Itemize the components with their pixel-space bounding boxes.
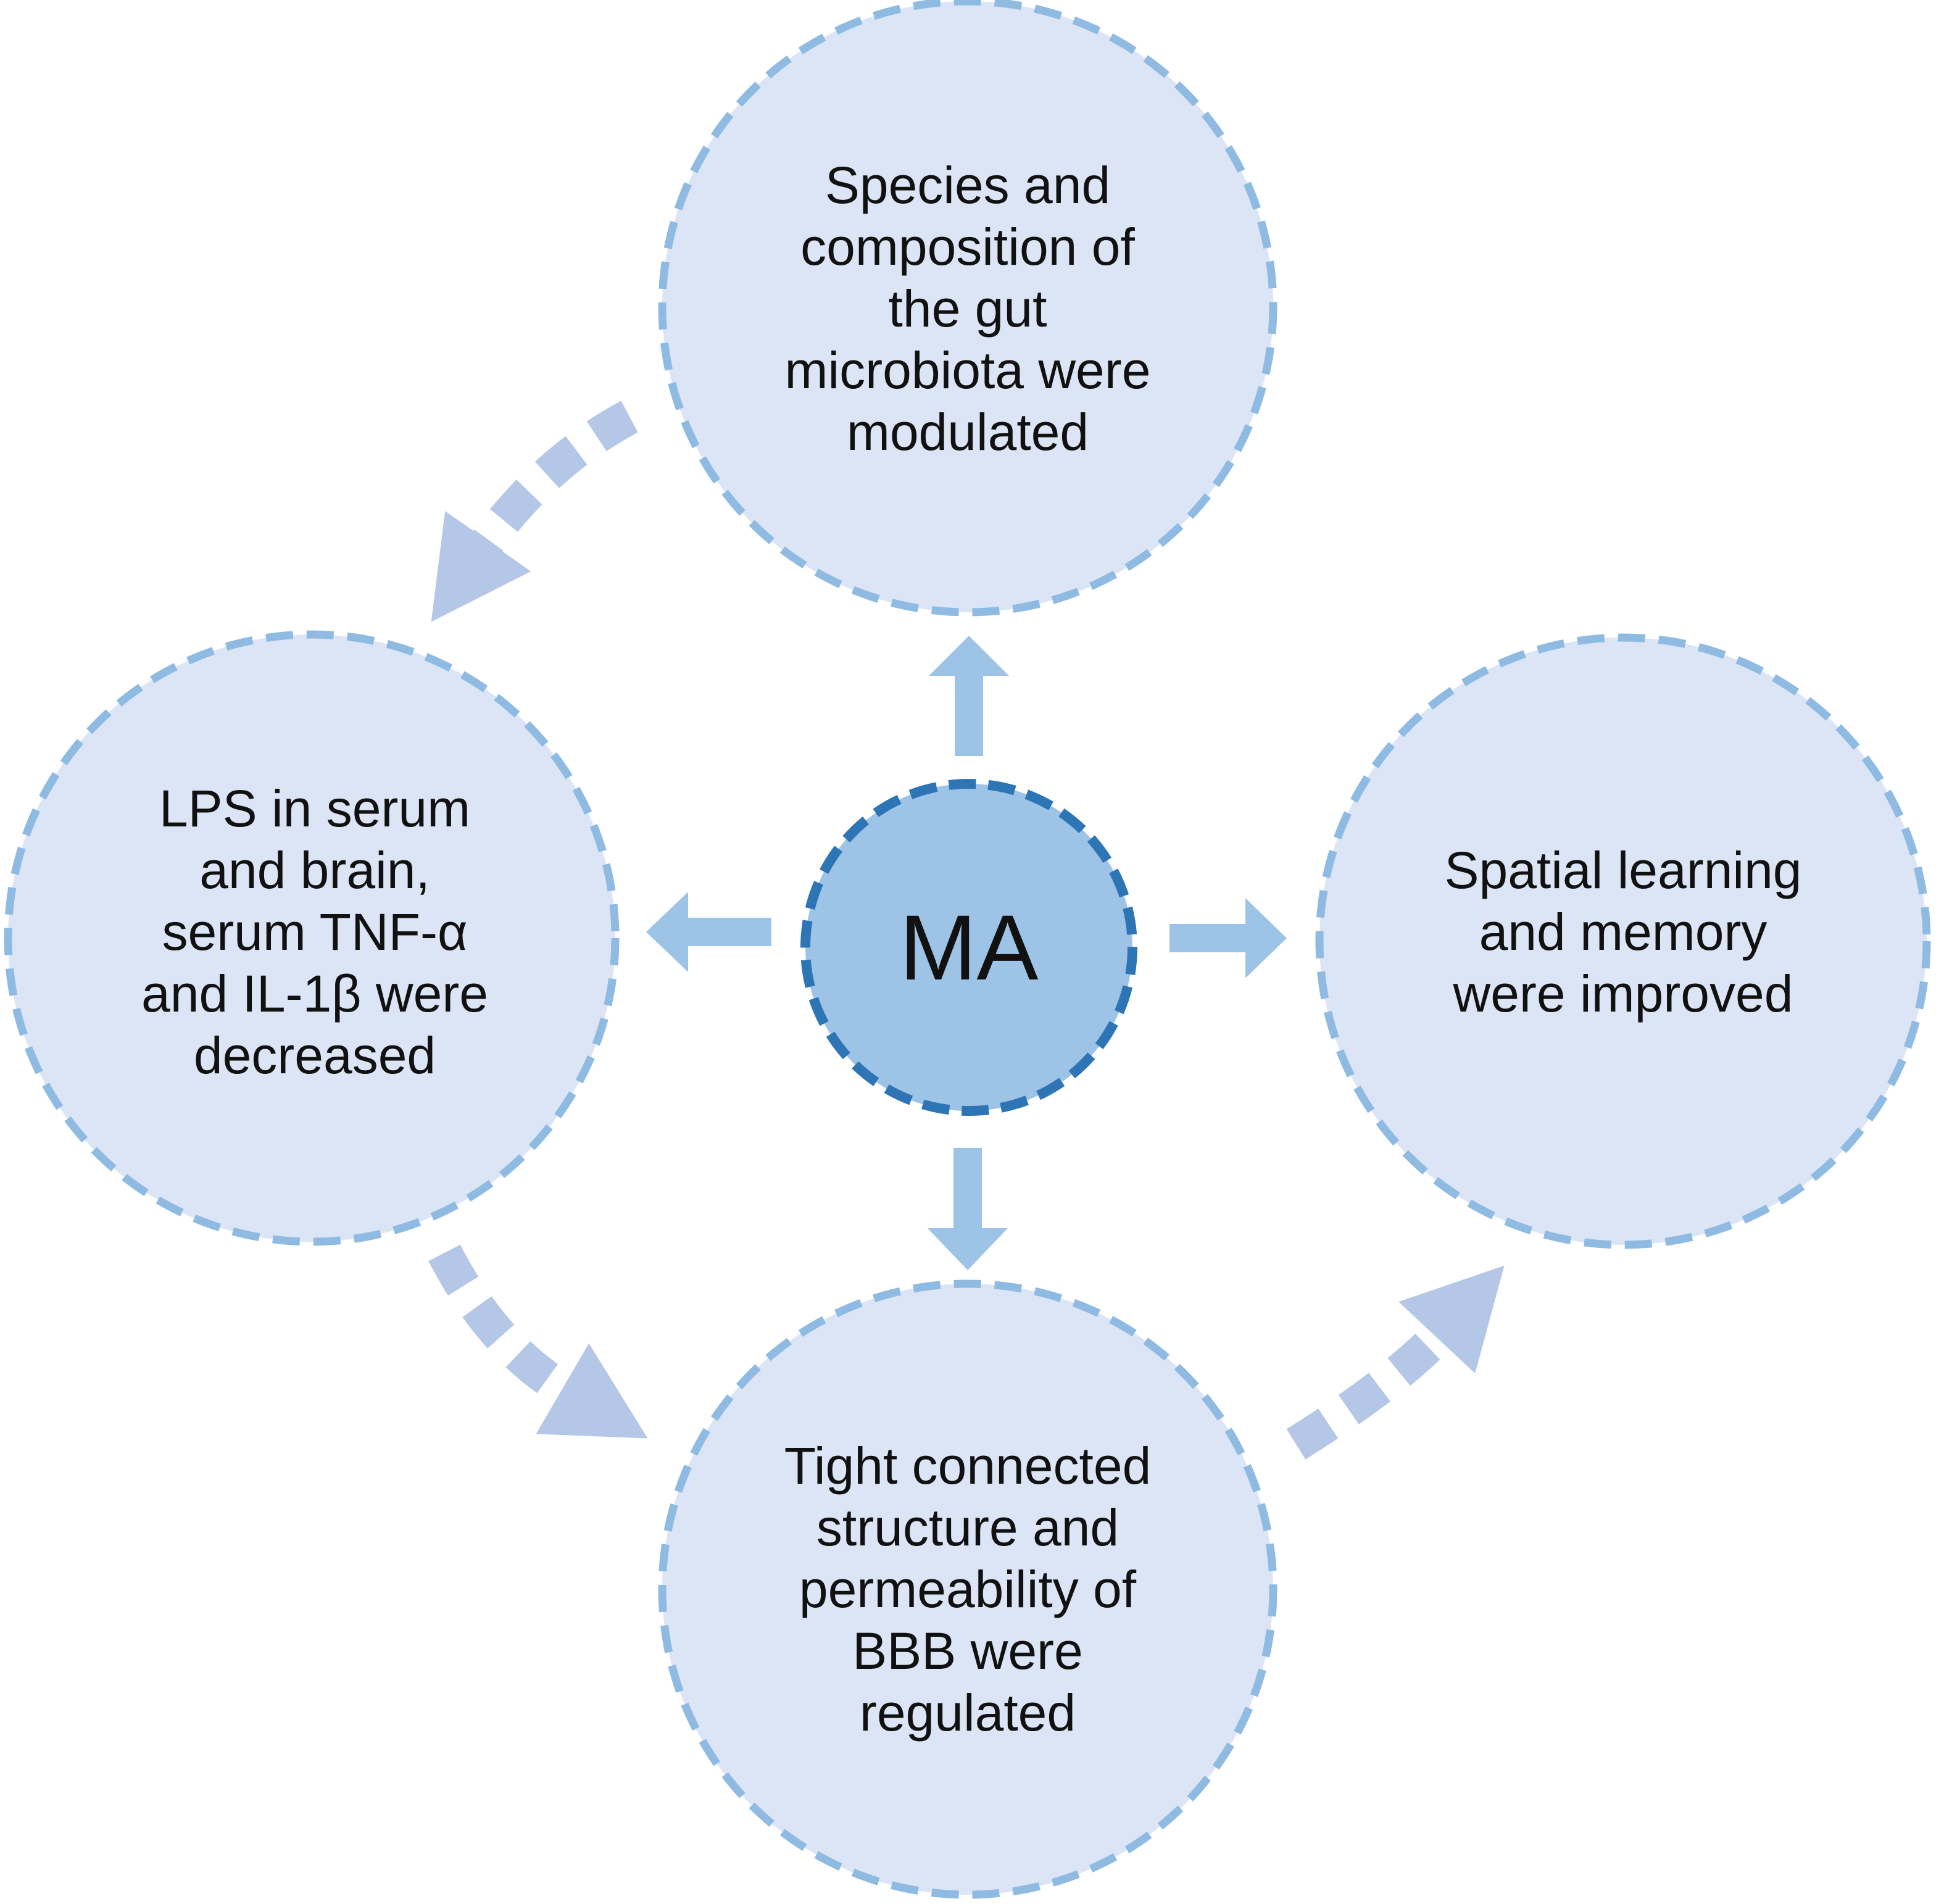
node-left-line: decreased [193,1026,436,1084]
node-bottom-line: structure and [816,1499,1119,1557]
cycle-arrow-top-to-left [431,401,638,622]
node-bottom-line: Tight connected [784,1437,1152,1495]
node-bottom-line: BBB were [852,1622,1083,1680]
node-left-circle [4,630,620,1246]
node-top-line: Species and [825,156,1111,214]
node-right-circle [1315,633,1931,1249]
node-top-line: the gut [888,280,1047,338]
node-bottom-circle [658,1279,1277,1899]
node-bottom-line: permeability of [799,1560,1137,1618]
arrow-center-to-left [646,892,771,972]
node-top-line: composition of [800,218,1135,276]
node-left-label: LPS in serum and brain, serum TNF-α and … [37,747,592,1117]
node-top-line: modulated [846,403,1089,461]
arrow-center-to-top [929,636,1009,756]
cycle-arrow-left-to-bottom [428,1244,648,1439]
node-top-line: microbiota were [784,341,1151,399]
node-left-line: LPS in serum [159,779,471,838]
node-top-label: Species and composition of the gut micro… [690,123,1245,494]
node-top-circle [658,0,1277,617]
node-bottom-label: Tight connected structure and permeabili… [690,1404,1245,1774]
center-circle [800,779,1137,1116]
node-left-line: serum TNF-α [162,903,468,961]
node-right-line: were improved [1453,965,1793,1023]
node-right-label: Spatial learning and memory were improve… [1345,809,1901,1055]
node-left-line: and IL-1β were [141,965,488,1023]
node-left-line: and brain, [199,841,430,899]
node-right-line: and memory [1479,903,1767,961]
arrow-center-to-bottom [928,1148,1008,1270]
node-right-line: Spatial learning [1444,841,1802,899]
cycle-arrow-bottom-to-right [1286,1265,1505,1460]
node-bottom-line: regulated [859,1684,1076,1742]
arrow-center-to-right [1169,898,1287,978]
center-label: MA [899,895,1039,999]
